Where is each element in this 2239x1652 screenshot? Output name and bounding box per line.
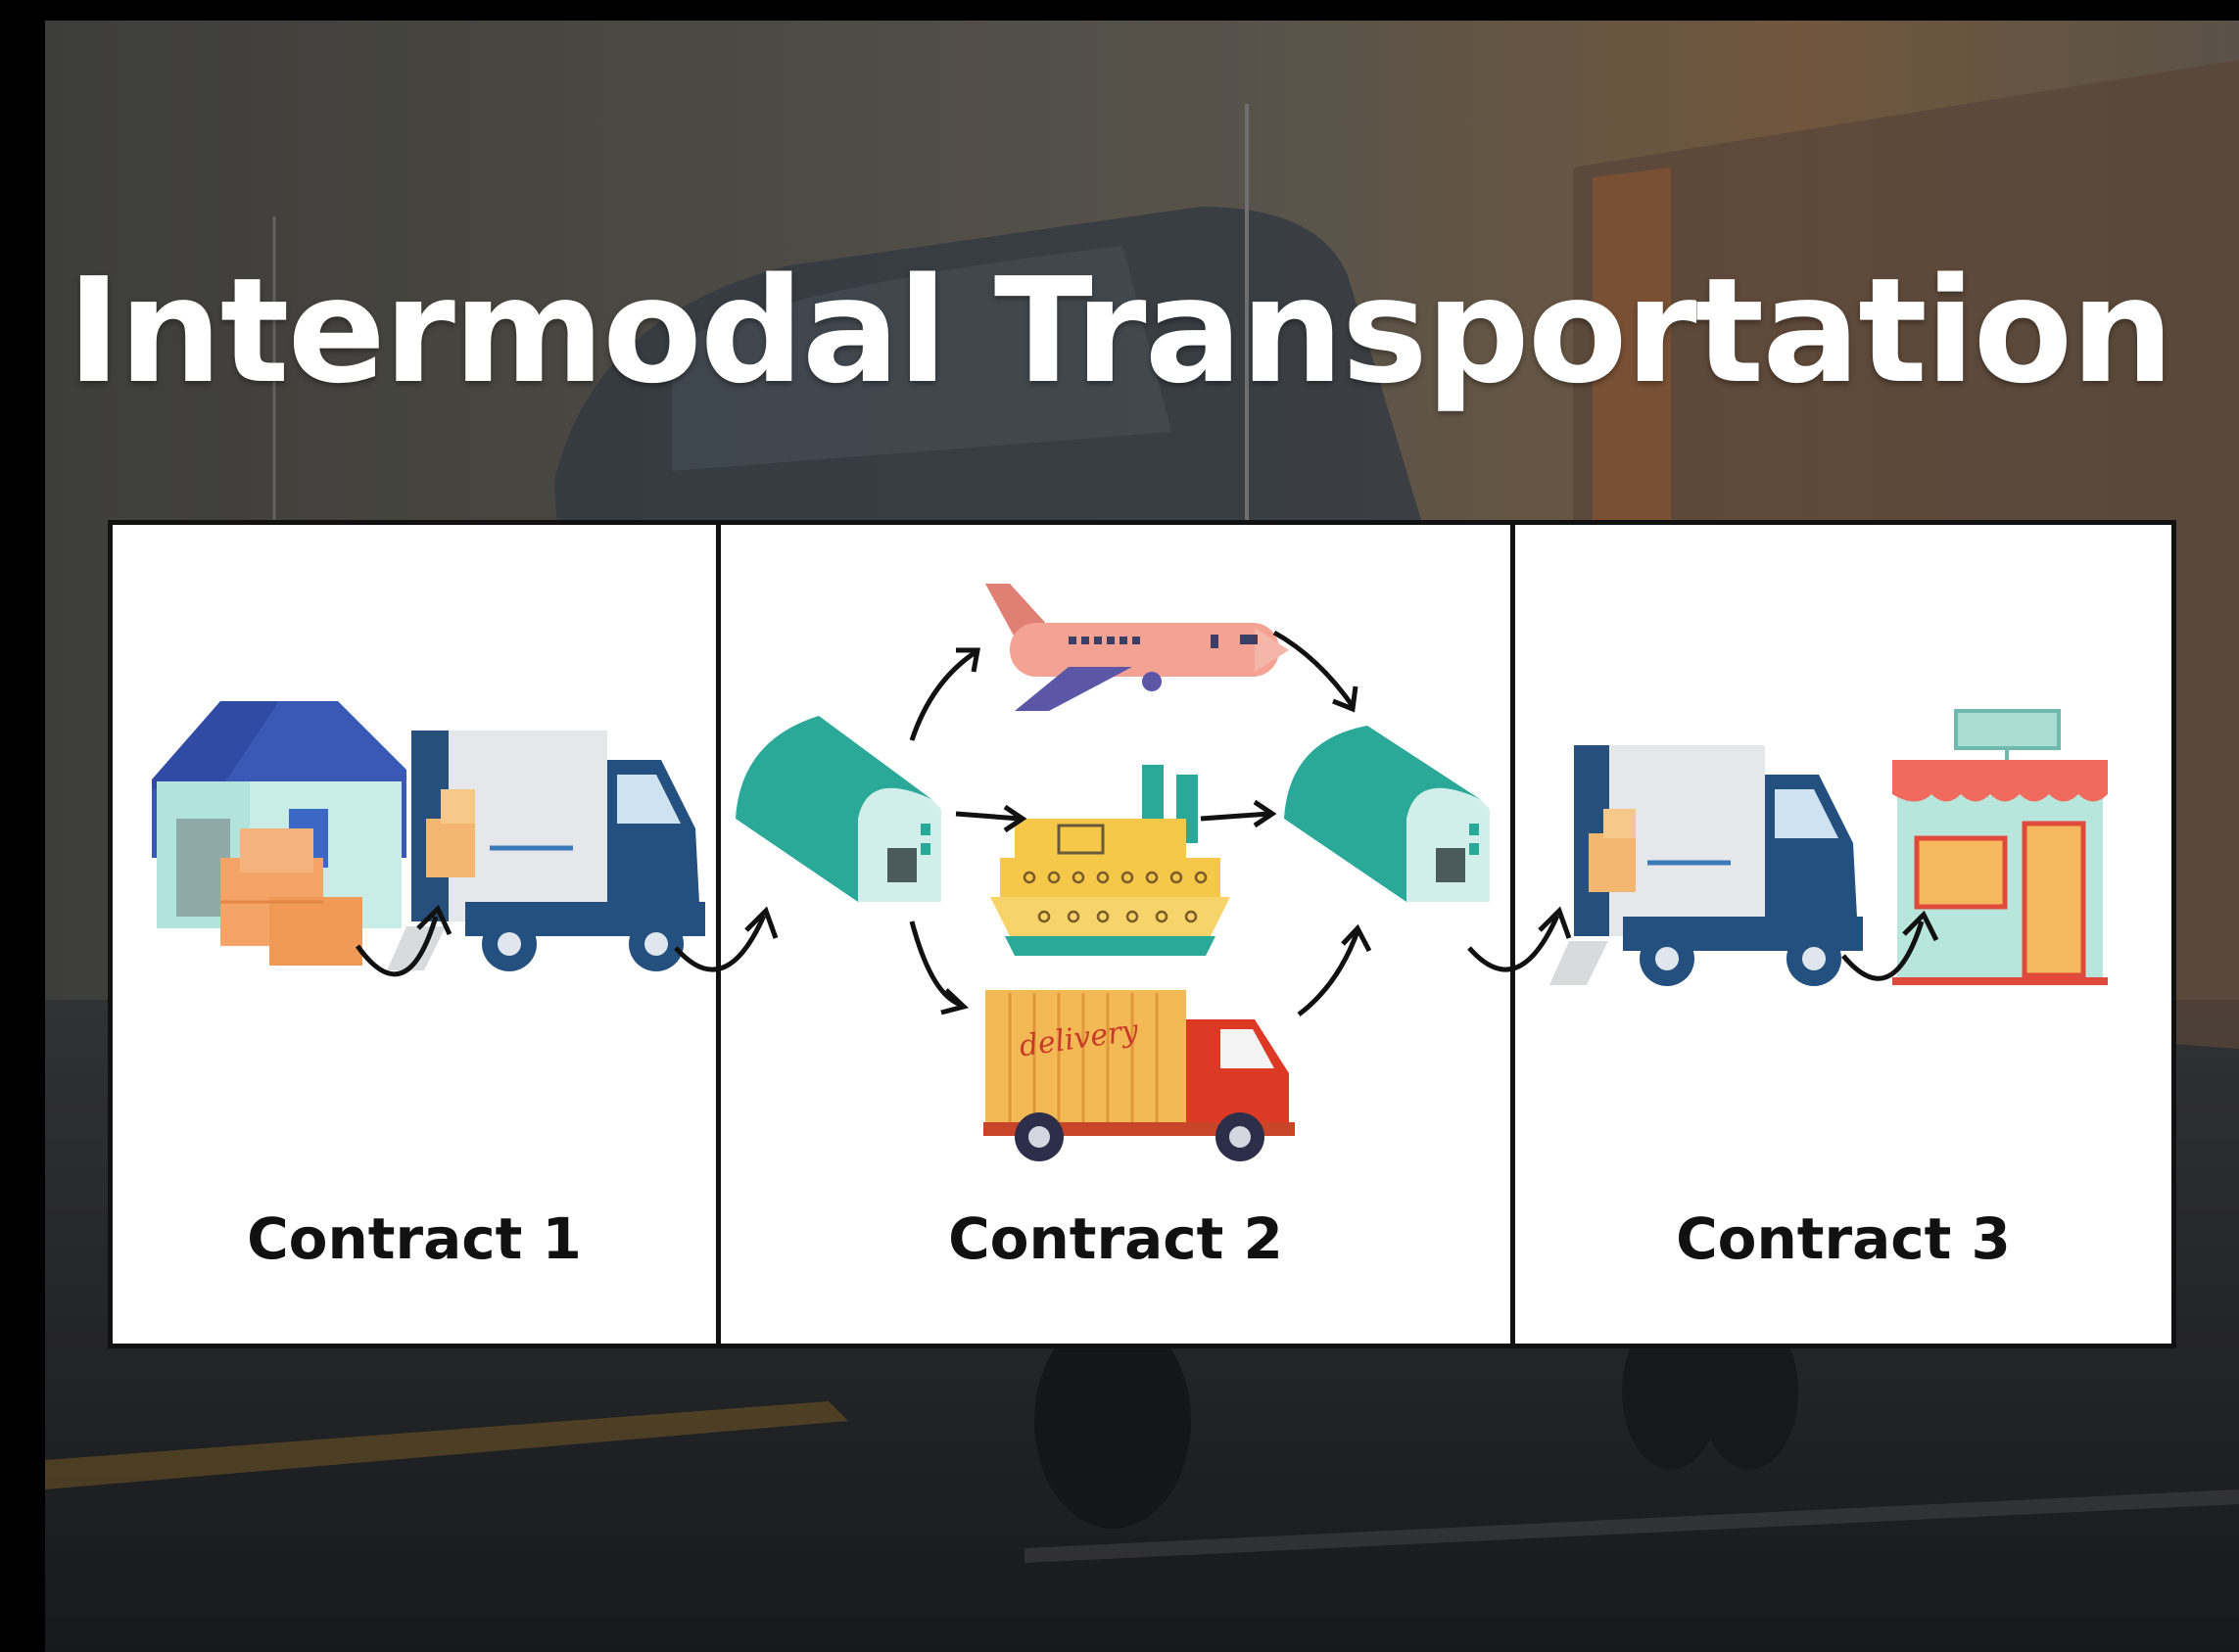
contract-2-illustration: delivery [736, 584, 1490, 1161]
ship-icon [990, 765, 1230, 956]
hangar-icon [736, 716, 941, 902]
contract-2-label: Contract 2 [948, 1205, 1283, 1272]
flow-arrows [909, 630, 1372, 1016]
contract-2-panel: delivery Contract 2 [716, 520, 1515, 1348]
airplane-icon [985, 584, 1289, 711]
page-title: Intermodal Transportation [67, 247, 2173, 415]
hangar-icon [1284, 726, 1490, 902]
delivery-van-icon [387, 731, 705, 971]
contract-1-illustration [152, 701, 705, 977]
contract-3-label: Contract 3 [1676, 1205, 2011, 1272]
contract-3-panel: Contract 3 [1510, 520, 2176, 1348]
contract-1-panel: Contract 1 [108, 520, 721, 1348]
warehouse-icon [152, 701, 406, 966]
storefront-icon [1892, 709, 2108, 985]
delivery-van-icon [1549, 745, 1863, 986]
delivery-truck-icon: delivery [983, 990, 1295, 1161]
contract-1-label: Contract 1 [247, 1205, 582, 1272]
contract-3-illustration [1549, 709, 2108, 986]
